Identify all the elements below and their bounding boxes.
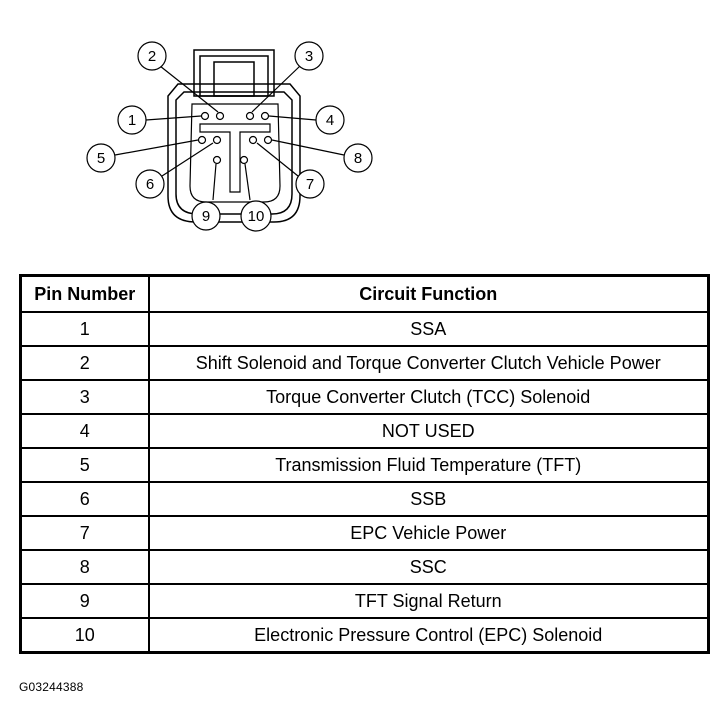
callout-label: 4	[326, 112, 334, 129]
callout-1: 1	[117, 105, 147, 135]
pin-hole-6	[212, 135, 222, 145]
callout-10: 10	[240, 200, 272, 232]
pin-number-cell: 5	[19, 447, 150, 483]
callout-label: 10	[248, 208, 265, 225]
pin-number-cell: 9	[19, 583, 150, 619]
callout-7: 7	[295, 169, 325, 199]
pin-number-cell: 7	[19, 515, 150, 551]
callout-8: 8	[343, 143, 373, 173]
circuit-function-cell: SSA	[147, 311, 710, 347]
pin-hole-10	[239, 155, 249, 165]
pin-number-cell: 1	[19, 311, 150, 347]
pin-hole-4	[260, 111, 270, 121]
callout-label: 8	[354, 150, 362, 167]
pin-hole-7	[248, 135, 258, 145]
figure-id: G03244388	[19, 680, 84, 694]
pin-number-cell: 10	[19, 617, 150, 654]
pin-number-cell: 3	[19, 379, 150, 415]
callout-3: 3	[294, 41, 324, 71]
callout-label: 2	[148, 48, 156, 65]
circuit-function-cell: SSB	[147, 481, 710, 517]
pin-hole-5	[197, 135, 207, 145]
pin-hole-2	[215, 111, 225, 121]
callout-9: 9	[191, 201, 221, 231]
pin-hole-8	[263, 135, 273, 145]
pin-hole-9	[212, 155, 222, 165]
callouts: 1 2 3 4 5 6 7 8	[86, 41, 373, 232]
circuit-function-cell: Shift Solenoid and Torque Converter Clut…	[147, 345, 710, 381]
circuit-function-cell: NOT USED	[147, 413, 710, 449]
callout-label: 3	[305, 48, 313, 65]
circuit-function-cell: Transmission Fluid Temperature (TFT)	[147, 447, 710, 483]
circuit-function-cell: SSC	[147, 549, 710, 585]
callout-label: 6	[146, 176, 154, 193]
callout-label: 7	[306, 176, 314, 193]
connector-body	[167, 49, 301, 223]
pin-number-cell: 6	[19, 481, 150, 517]
pin-hole-1	[200, 111, 210, 121]
callout-6: 6	[135, 169, 165, 199]
connector-diagram: 1 2 3 4 5 6 7 8	[86, 41, 373, 232]
pin-hole-3	[245, 111, 255, 121]
callout-5: 5	[86, 143, 116, 173]
pin-holes	[197, 111, 273, 165]
circuit-function-cell: TFT Signal Return	[147, 583, 710, 619]
circuit-function-cell: Torque Converter Clutch (TCC) Solenoid	[147, 379, 710, 415]
pin-number-cell: 4	[19, 413, 150, 449]
callout-label: 1	[128, 112, 136, 129]
pin-number-cell: 8	[19, 549, 150, 585]
pin-number-cell: 2	[19, 345, 150, 381]
callout-label: 9	[202, 208, 210, 225]
header-pin-number: Pin Number	[19, 274, 150, 313]
table-header-row: Pin Number Circuit Function	[19, 274, 710, 313]
callout-label: 5	[97, 150, 105, 167]
header-circuit-function: Circuit Function	[147, 274, 710, 313]
callout-2: 2	[137, 41, 167, 71]
callout-4: 4	[315, 105, 345, 135]
leader-lines	[114, 65, 345, 201]
circuit-function-cell: EPC Vehicle Power	[147, 515, 710, 551]
circuit-function-cell: Electronic Pressure Control (EPC) Soleno…	[147, 617, 710, 654]
